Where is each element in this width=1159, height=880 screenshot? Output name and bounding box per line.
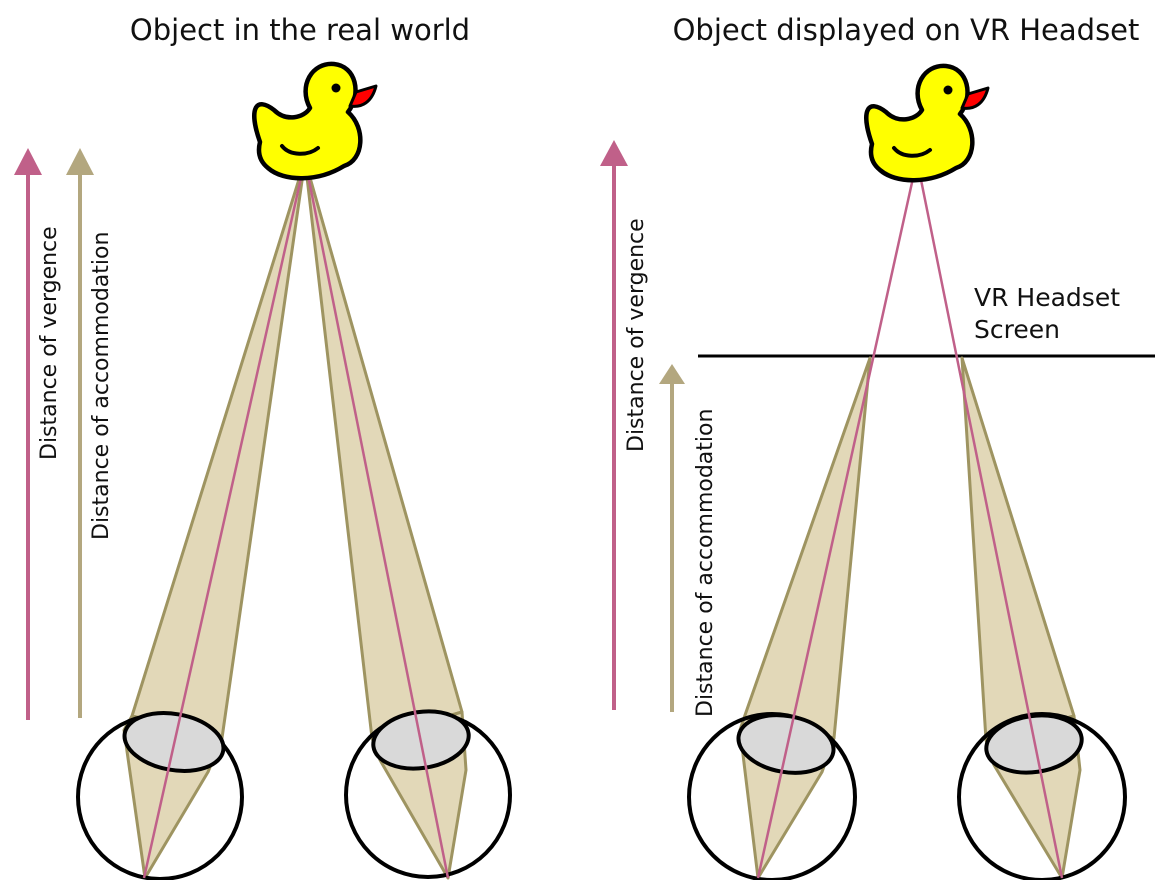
accommodation-cone-left <box>738 356 872 880</box>
vergence-line-right <box>915 159 1064 879</box>
rubber-duck-icon <box>866 66 988 180</box>
panel-title-real-world: Object in the real world <box>130 13 470 47</box>
panel-real-world: Object in the real world Distance of ver… <box>14 13 512 880</box>
accommodation-arrow <box>659 364 685 712</box>
vergence-line-left <box>756 159 919 879</box>
accommodation-cone-right <box>303 158 468 880</box>
vr-screen-label: VR Headset Screen <box>974 283 1128 344</box>
panel-vr-headset: Object displayed on VR Headset Distance … <box>600 13 1155 880</box>
accommodation-cone-left <box>122 158 307 880</box>
accommodation-label: Distance of accommodation <box>89 232 114 540</box>
panel-title-vr-headset: Object displayed on VR Headset <box>673 13 1140 47</box>
accommodation-cone-right <box>960 356 1082 880</box>
vr-screen-label-line1: VR Headset <box>974 283 1120 312</box>
vergence-arrow <box>14 148 42 720</box>
vergence-label: Distance of vergence <box>37 226 62 460</box>
vergence-line-left <box>142 159 307 879</box>
vergence-line-right <box>303 159 450 879</box>
vergence-label: Distance of vergence <box>624 218 649 452</box>
accommodation-arrow <box>66 148 94 718</box>
vergence-arrow <box>600 140 628 710</box>
rubber-duck-icon <box>254 64 376 178</box>
vr-screen-label-line2: Screen <box>974 315 1060 344</box>
accommodation-label: Distance of accommodation <box>693 409 718 717</box>
